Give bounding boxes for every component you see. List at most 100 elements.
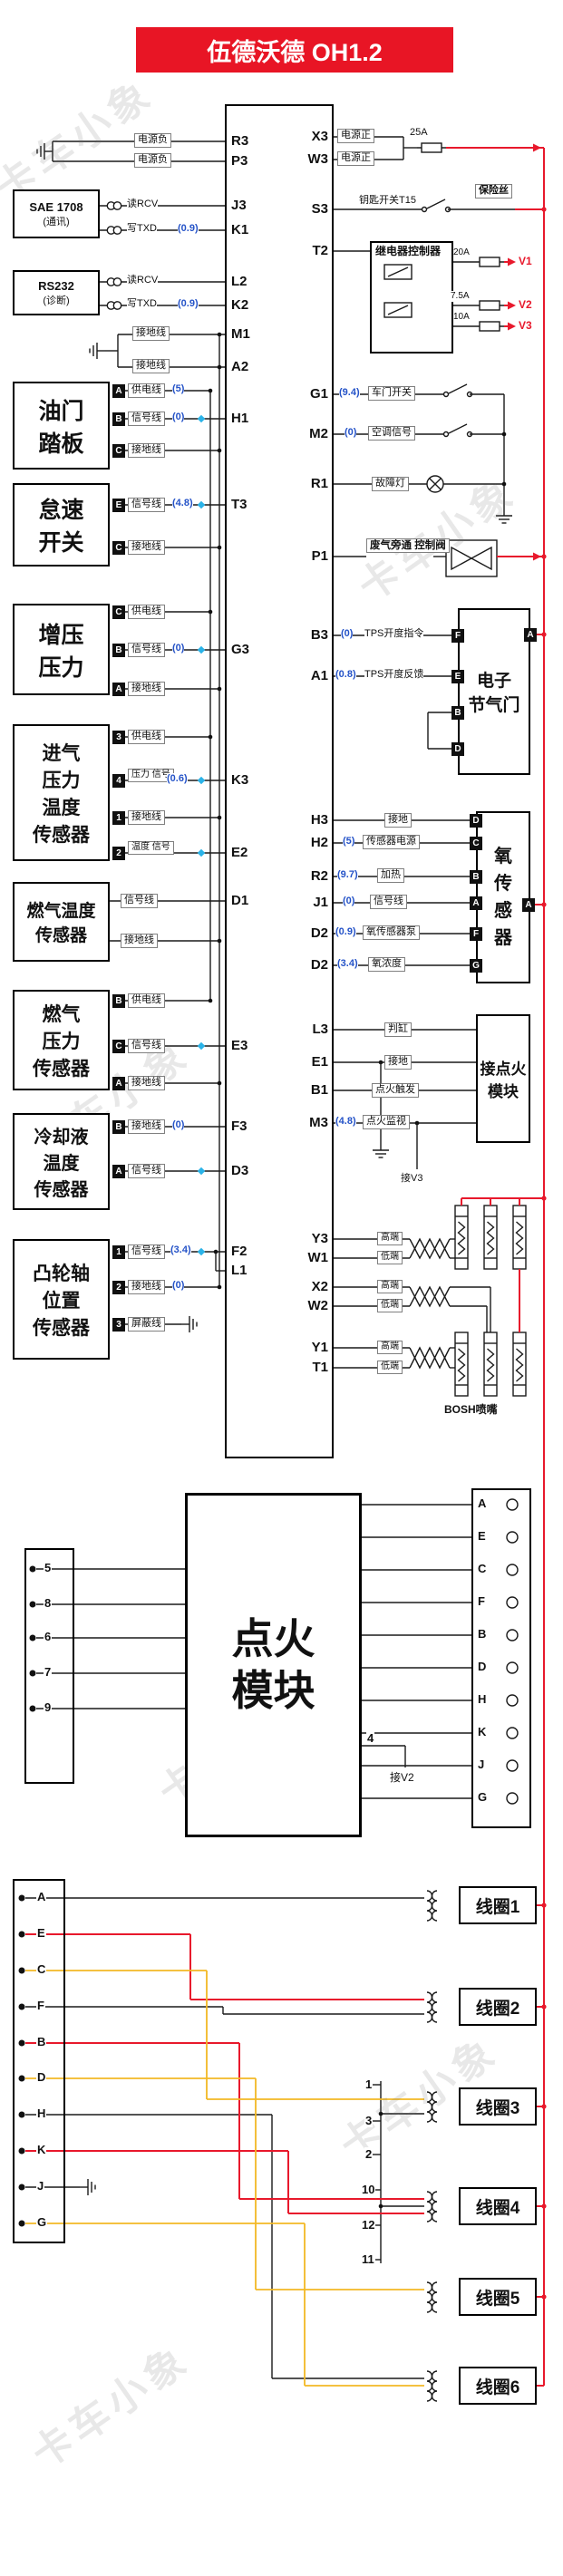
wire-label: 温度 信号 — [128, 841, 174, 855]
wire-label: 信号线 — [128, 412, 165, 426]
ground-icon — [79, 2178, 96, 2196]
relay-controller-box — [370, 241, 453, 353]
module-pin4: 4 — [366, 1731, 375, 1745]
wire-label: 接地线 — [128, 1119, 165, 1134]
fuse-icon — [474, 257, 505, 267]
twisted-pair-icon — [106, 226, 122, 235]
power-pos-label: 电源正 — [337, 129, 374, 143]
ac-signal-label: 空调信号 — [368, 426, 415, 441]
bosch-nozzle-label: BOSH喷嘴 — [444, 1403, 498, 1417]
cyl-wire-number: 3 — [364, 2114, 374, 2127]
ign-row-label: 点火监视 — [363, 1115, 410, 1129]
wire-label: 接地线 — [128, 1076, 165, 1090]
wire-value: (0) — [172, 412, 185, 422]
sensor-boost-pressure: 增压 压力 — [13, 604, 110, 695]
ecu-left-pin: D3 — [229, 1163, 271, 1178]
tps-cmd-value: (0) — [341, 628, 354, 639]
sensor-cam-position: 凸轮轴 位置 传感器 — [13, 1239, 110, 1360]
ign-row-label: 接地 — [384, 1055, 412, 1070]
twisted-pair-icon — [106, 201, 122, 210]
sae-txd-label: 写TXD — [127, 223, 157, 236]
pin-badge: C — [112, 605, 125, 619]
sensor-gas-temp: 燃气温度 传感器 — [13, 882, 110, 962]
ecu-right-pin: M2 — [288, 426, 330, 441]
pin-badge: 4 — [112, 774, 125, 788]
v1-label: V1 — [519, 255, 532, 268]
pin-badge: C — [112, 444, 125, 458]
pin-badge: A — [112, 683, 125, 696]
coil-conn-pin: D — [36, 2070, 47, 2084]
pin-badge: 3 — [112, 1318, 125, 1332]
sae-rcv-label: 读RCV — [127, 199, 159, 211]
wire-label: 接地线 — [128, 540, 165, 555]
inj-lo-label: 低端 — [377, 1251, 403, 1264]
pin-badge: 2 — [112, 847, 125, 860]
injector-icon — [483, 1332, 498, 1397]
module-pin: 6 — [44, 1630, 53, 1643]
arrow-icon — [507, 321, 517, 332]
pin-badge: C — [470, 837, 482, 850]
ecu-left-pin: L2 — [229, 274, 271, 289]
ecu-left-pin: D1 — [229, 893, 271, 908]
throttle-box: 电子 节气门 — [458, 608, 530, 775]
wire-label: 信号线 — [128, 643, 165, 657]
power-neg-label: 电源负 — [134, 153, 171, 168]
valve-icon — [445, 539, 498, 577]
v2-label: V2 — [519, 298, 532, 312]
coil-conn-pin: B — [36, 2035, 47, 2048]
module-pin: 5 — [44, 1561, 53, 1574]
pin-badge: A — [112, 1077, 125, 1090]
ecu-left-pin: K3 — [229, 772, 271, 788]
coil-conn-pin: G — [36, 2215, 48, 2229]
cyl-wire-number: 1 — [364, 2077, 374, 2091]
wire-label: 压力 信号 — [128, 769, 174, 782]
wire-label: 屏蔽线 — [128, 1317, 165, 1332]
ecu-right-pin: H3 — [288, 812, 330, 828]
injector-icon — [454, 1205, 469, 1270]
wire-marker-diamonds — [197, 414, 206, 1256]
coil-conn-pin: C — [36, 1962, 47, 1976]
wire-label: 信号线 — [128, 498, 165, 512]
module-pin: D — [477, 1660, 488, 1673]
pin-badge: B — [451, 706, 464, 720]
wire-label: 供电线 — [128, 383, 165, 398]
cyl-wire-number: 2 — [364, 2147, 374, 2161]
v2-note: 接V2 — [390, 1771, 414, 1785]
fuse-10a-label: 10A — [453, 312, 470, 323]
wire-value: (0) — [172, 1280, 185, 1291]
ecu-left-pin: K1 — [229, 222, 271, 237]
wire-label: 供电线 — [128, 993, 165, 1008]
power-wires — [446, 142, 547, 2387]
wire-label: 接地线 — [128, 443, 165, 458]
switch-icon — [442, 423, 473, 438]
wire-value: (5) — [172, 383, 185, 394]
wire-value: (0) — [172, 643, 185, 654]
module-pin: K — [477, 1725, 488, 1738]
o2-sensor-box: 氧 传 感 器 — [476, 811, 530, 983]
pin-badge: C — [112, 1040, 125, 1053]
coil-left-connector — [13, 1879, 65, 2243]
inj-lo-label: 低端 — [377, 1361, 403, 1374]
wire-label: 供电线 — [128, 605, 165, 619]
ecu-right-pin: S3 — [288, 201, 330, 217]
o2-row-value: (0.9) — [335, 926, 356, 937]
ecu-left-pin: G3 — [229, 642, 271, 657]
fault-lamp-label: 故障灯 — [372, 477, 409, 491]
switch-icon — [421, 199, 451, 213]
fuse-25a-label: 25A — [410, 127, 428, 140]
injector-icon — [454, 1332, 469, 1397]
ecu-left-pin: P3 — [229, 153, 271, 169]
tps-cmd-label: TPS开度指令 — [364, 628, 424, 641]
ecu-right-pin: B1 — [288, 1082, 330, 1098]
sae1708-box: SAE 1708 (通讯) — [13, 189, 100, 238]
ecu-left-pin: A2 — [229, 359, 271, 374]
wire-value: (0.6) — [167, 773, 188, 784]
pin-badge: F — [470, 927, 482, 941]
wire-label: 信号线 — [121, 894, 158, 908]
pin-badge: A — [522, 898, 535, 912]
rs232-title: RS232 — [38, 278, 74, 293]
fuse-icon — [474, 300, 505, 311]
pin-badge: D — [451, 742, 464, 756]
fuse-7a5-label: 7.5A — [451, 291, 470, 302]
